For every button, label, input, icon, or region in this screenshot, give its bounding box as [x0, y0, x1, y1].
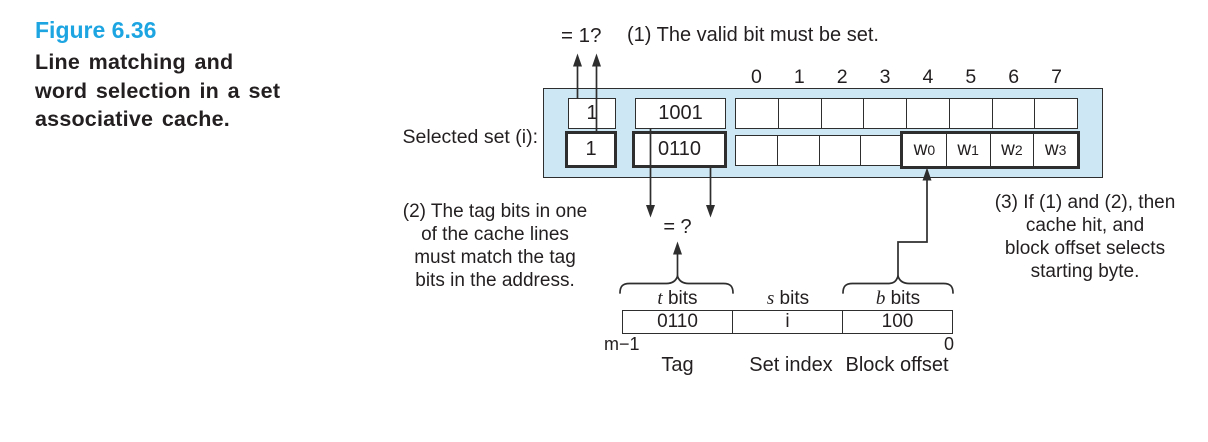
valid2-arrowhead — [592, 53, 601, 67]
t-bits-symbol: t — [657, 288, 663, 309]
figure-title: Line matching and word selection in a se… — [35, 48, 303, 134]
t-bits-label: t bits — [622, 288, 733, 310]
bits-word: bits — [662, 288, 698, 309]
step3-note-line: block offset selects — [1004, 238, 1166, 259]
word-label: w — [1044, 139, 1059, 160]
column-number: 1 — [793, 66, 805, 88]
tag-field-name: Tag — [661, 354, 694, 376]
address-tag-field: 0110 — [623, 311, 733, 333]
step2-note-line: (2) The tag bits in one — [402, 201, 588, 222]
block-byte-cell — [861, 136, 902, 165]
word-label: w — [1001, 139, 1015, 160]
column-number: 6 — [1008, 66, 1020, 88]
step2-note: (2) The tag bits in one of the cache lin… — [379, 200, 611, 292]
address-set-index-field: i — [733, 311, 843, 333]
block-byte-cell — [822, 99, 865, 128]
step2-note-line: bits in the address. — [415, 270, 575, 291]
block-byte-cell — [736, 136, 778, 165]
block-byte-cell — [779, 99, 822, 128]
step3-note-line: starting byte. — [1030, 261, 1140, 282]
figure-number: Figure 6.36 — [35, 17, 157, 43]
block-byte-cell — [864, 99, 907, 128]
valid1-arrowhead — [573, 53, 582, 67]
block-byte-cell — [907, 99, 950, 128]
b-bits-label: b bits — [843, 288, 953, 310]
s-bits-symbol: s — [766, 288, 775, 309]
tbits-arrowhead — [673, 241, 682, 255]
word-label: w — [957, 139, 972, 160]
byte-column-numbers: 0 1 2 3 4 5 6 7 — [735, 66, 1078, 89]
block-byte-cell — [820, 136, 862, 165]
bits-word: bits — [885, 288, 921, 309]
block-byte-cell — [993, 99, 1036, 128]
column-number: 7 — [1051, 66, 1062, 88]
word-label: w — [913, 139, 928, 160]
lsb-bit-index: 0 — [943, 334, 954, 354]
tag-check-label: = ? — [663, 216, 692, 238]
step1-note: (1) The valid bit must be set. — [627, 24, 879, 46]
valid-bit-cell-line1: 1 — [568, 98, 616, 129]
b-bits-symbol: b — [875, 288, 886, 309]
tag-cell-line1: 1001 — [635, 98, 726, 129]
selected-set-label: Selected set (i): — [402, 126, 538, 148]
address-box: 0110 i 100 — [622, 310, 953, 334]
figure-title-line: word selection in a set — [35, 78, 281, 103]
step3-note-line: cache hit, and — [1025, 215, 1145, 236]
column-number: 5 — [965, 66, 977, 88]
step3-note: (3) If (1) and (2), then cache hit, and … — [962, 191, 1208, 283]
block-byte-cell — [778, 136, 820, 165]
step2-note-line: of the cache lines — [421, 224, 569, 245]
address-block-offset-field: 100 — [881, 311, 914, 332]
block-offset-arrow-line — [897, 179, 928, 277]
msb-bit-index: m−1 — [604, 334, 640, 354]
column-number: 2 — [836, 66, 848, 88]
step2-note-line: must match the tag — [414, 247, 576, 268]
tag-cell-line2: 0110 — [632, 131, 727, 168]
valid-bit-cell-line2: 1 — [565, 131, 617, 168]
column-number: 0 — [751, 66, 762, 88]
block-offset-field-name: Block offset — [845, 354, 949, 376]
block-byte-cell — [950, 99, 993, 128]
bits-word: bits — [774, 288, 810, 309]
block-byte-cell — [1035, 99, 1077, 128]
tag2-arrowhead — [706, 205, 715, 218]
block-cells-line2 — [735, 135, 903, 166]
valid-check-label: = 1? — [561, 24, 602, 47]
column-number: 4 — [922, 66, 934, 88]
figure-title-line: Line matching and — [35, 50, 234, 74]
column-number: 3 — [879, 66, 891, 88]
s-bits-label: s bits — [733, 288, 843, 310]
block-cells-line1 — [735, 98, 1078, 129]
set-index-field-name: Set index — [749, 354, 833, 376]
figure-title-line: associative cache. — [35, 107, 230, 131]
step3-note-line: (3) If (1) and (2), then — [994, 192, 1176, 213]
block-byte-cell — [736, 99, 779, 128]
